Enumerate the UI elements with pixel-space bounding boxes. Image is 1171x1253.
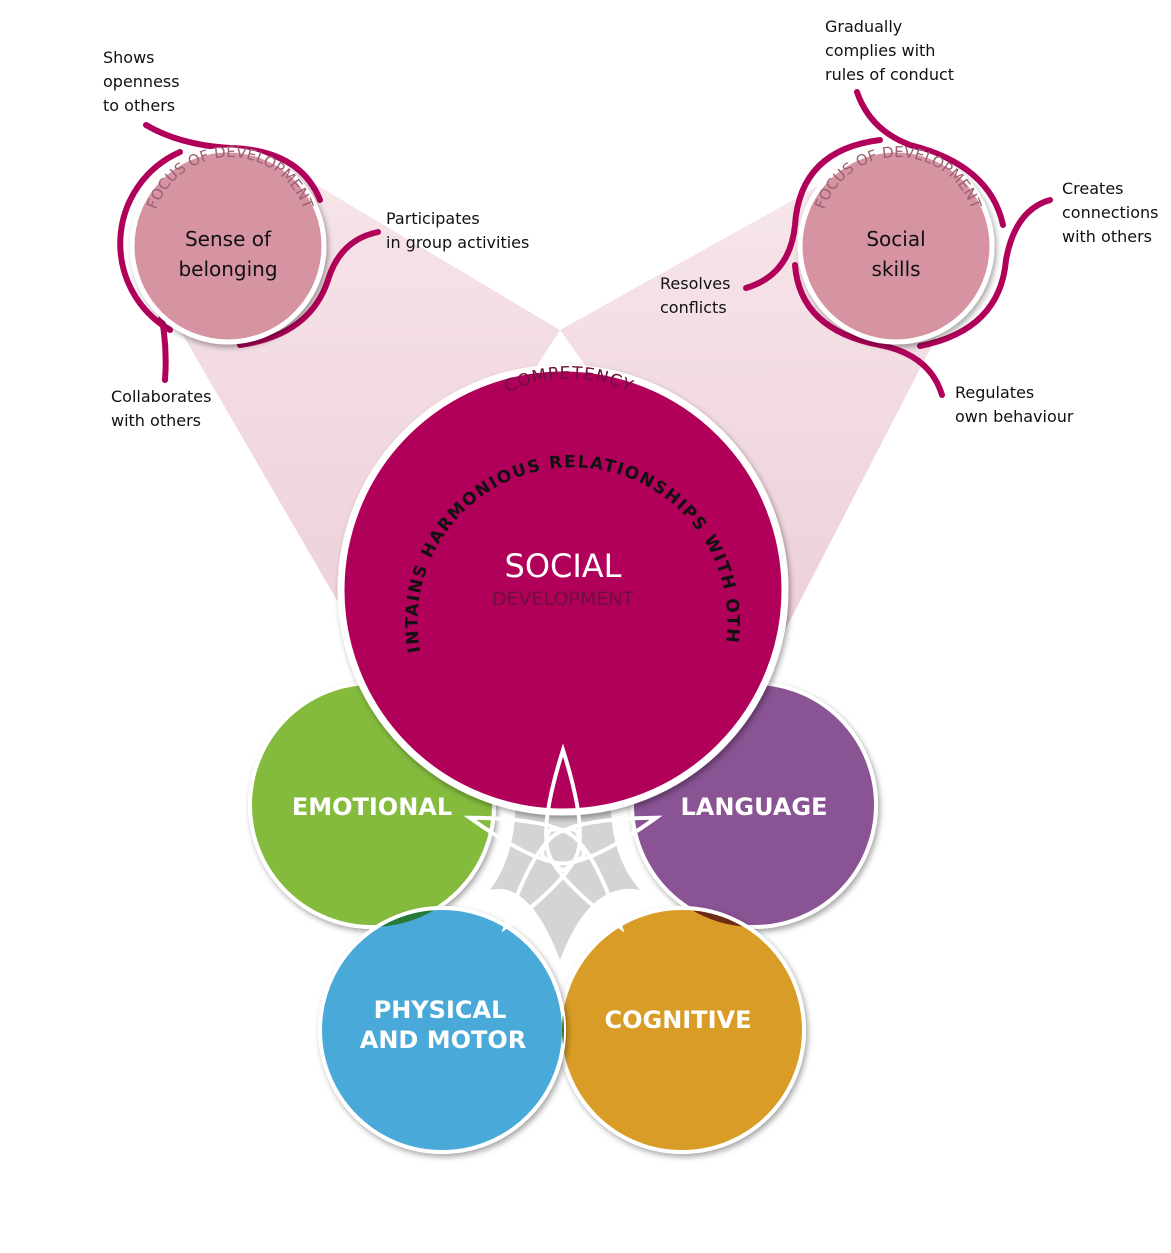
outcome-resolves-conflicts: Resolves conflicts (660, 274, 730, 317)
star-petal (463, 815, 586, 866)
connector-arc-right-bottom (792, 262, 945, 398)
outcome-line: connections (1062, 203, 1159, 222)
outcome-shows-openness: Shows openness to others (103, 48, 180, 115)
star-petal (544, 743, 582, 873)
connector-arc-right-left (743, 137, 883, 291)
outcome-line: with others (1062, 227, 1152, 246)
outcome-line: Gradually (825, 17, 902, 36)
focus-title-left-line2: belonging (178, 257, 277, 281)
star-petal (501, 827, 582, 933)
focus-title-right-line1: Social (866, 227, 925, 251)
star-petal (544, 827, 625, 933)
outcome-creates-connections: Creates connections with others (1062, 179, 1159, 246)
outcome-line: in group activities (386, 233, 529, 252)
connector-arc-left-ring (117, 149, 183, 333)
outcome-line: Collaborates (111, 387, 211, 406)
physical-label-line1: PHYSICAL (374, 996, 507, 1024)
social-title: SOCIAL (505, 547, 622, 585)
connector-arc-right-top (854, 89, 1006, 228)
outcome-line: own behaviour (955, 407, 1074, 426)
outcome-participates: Participates in group activities (386, 209, 529, 252)
physical-label-line2: AND MOTOR (360, 1026, 526, 1054)
focus-title-left-line1: Sense of (185, 227, 272, 251)
outcome-regulates-behaviour: Regulates own behaviour (955, 383, 1074, 426)
outcome-collaborates: Collaborates with others (111, 387, 211, 430)
language-label: LANGUAGE (680, 793, 827, 821)
focus-circle-right (797, 147, 995, 345)
social-circle (337, 364, 789, 816)
star-knot-icon (463, 743, 663, 933)
emotional-label: EMOTIONAL (292, 793, 452, 821)
outcome-line: Participates (386, 209, 480, 228)
outcome-line: Shows (103, 48, 155, 67)
star-petal (540, 815, 663, 866)
social-subtitle: DEVELOPMENT (492, 588, 635, 610)
outcome-line: Creates (1062, 179, 1124, 198)
focus-title-right-line2: skills (871, 257, 920, 281)
connector-arc-left-right (237, 229, 381, 348)
outcome-line: complies with (825, 41, 935, 60)
outcome-line: Resolves (660, 274, 730, 293)
outcome-line: Regulates (955, 383, 1034, 402)
outcome-complies-with-rules: Gradually complies with rules of conduct (825, 17, 954, 84)
outcome-line: conflicts (660, 298, 727, 317)
focus-circle-left (129, 147, 327, 345)
connector-arc-right-right (917, 197, 1053, 349)
outcome-line: to others (103, 96, 175, 115)
outcome-line: with others (111, 411, 201, 430)
outcome-line: rules of conduct (825, 65, 954, 84)
outcome-line: openness (103, 72, 180, 91)
cognitive-label: COGNITIVE (605, 1006, 752, 1034)
